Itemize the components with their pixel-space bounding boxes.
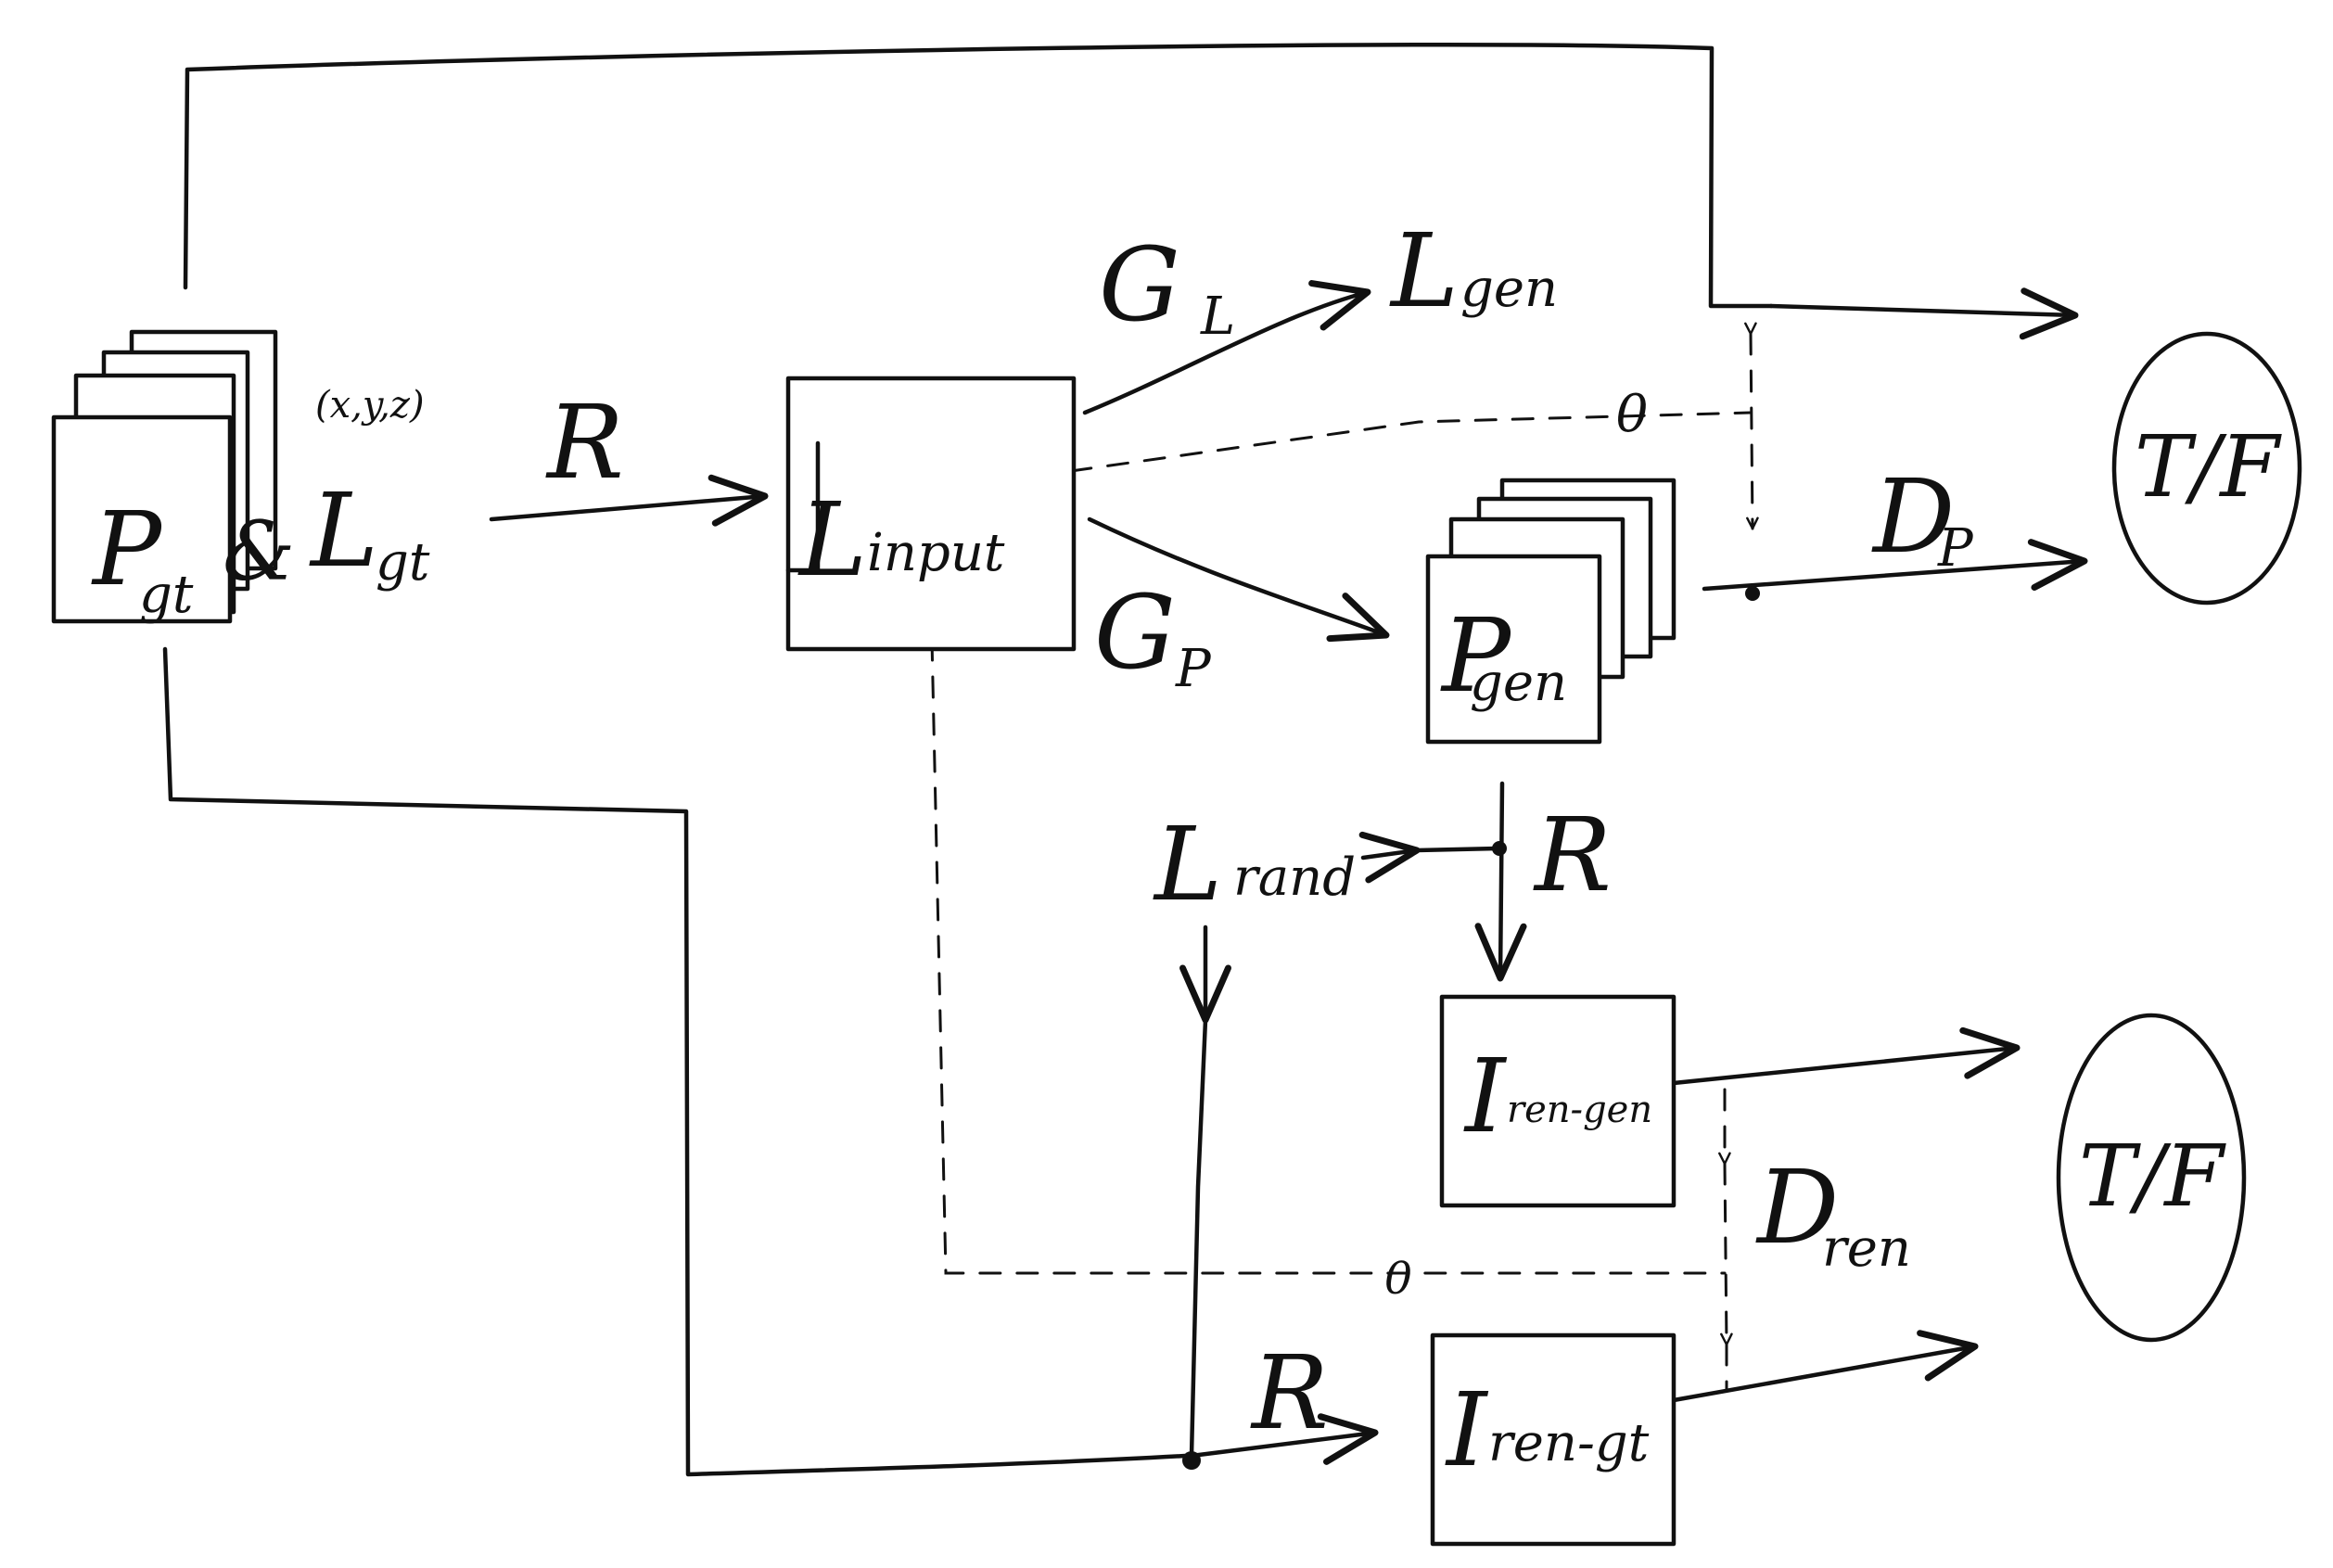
iren-gen-sub: ren-gen	[1507, 1089, 1652, 1131]
iren-gen-letter: I	[1463, 1037, 1508, 1155]
dash-dp-vertical	[1744, 322, 1759, 530]
dp-letter: D	[1871, 457, 1955, 576]
pgt-sub: gt	[139, 565, 194, 625]
lgt-sub: gt	[376, 532, 430, 593]
pgen-stack	[1425, 478, 1676, 745]
pgen-letter: P	[1440, 596, 1512, 715]
top-loop-line	[183, 43, 1774, 309]
iren-gt-letter: I	[1445, 1370, 1489, 1489]
top-branch-arrow	[1768, 287, 2079, 340]
r3-junction-dot	[1182, 1451, 1201, 1470]
pgen-sub: gen	[1470, 653, 1567, 713]
tf-bottom-label: T/F	[2079, 1127, 2226, 1226]
gl-arrow	[1082, 280, 1371, 415]
gp-sub: P	[1175, 639, 1212, 699]
gl-sub: L	[1200, 287, 1235, 347]
r3-arrow	[1189, 1413, 1379, 1465]
linput-sub: input	[867, 523, 1005, 583]
coords-label: (x,y,z)	[315, 384, 425, 427]
lgen-sub: gen	[1460, 259, 1558, 319]
pgen-junction-dot	[1492, 841, 1507, 856]
iren-gt-out-arrow	[1671, 1330, 1979, 1403]
dash-linput-down	[930, 638, 1727, 1275]
dp-arrow	[1702, 539, 2088, 592]
bottom-loop-line	[162, 646, 1188, 1477]
lrand-arrow	[1358, 831, 1421, 884]
zero-mark-top: 0	[1615, 384, 1649, 444]
iren-gen-out-arrow	[1671, 1026, 2021, 1086]
dren-letter: D	[1755, 1148, 1839, 1267]
gl-letter: G	[1099, 225, 1180, 344]
linput-box	[785, 376, 1077, 652]
tf-top-label: T/F	[2135, 417, 2282, 516]
pgt-letter: P	[91, 490, 163, 608]
dp-junction-dot	[1745, 586, 1760, 601]
linput-inner-bracket	[785, 440, 821, 573]
iren-gen-box	[1439, 994, 1676, 1208]
lrand-letter: L	[1153, 805, 1222, 924]
gp-letter: G	[1094, 573, 1176, 692]
tf-top-ellipse	[2111, 331, 2302, 606]
dash-dren-vertical	[1718, 1152, 1733, 1346]
r3-label: R	[1250, 1333, 1329, 1452]
linput-letter: L	[797, 480, 867, 599]
dp-sub: P	[1937, 518, 1974, 579]
lrand-down-line	[1189, 1017, 1208, 1459]
amp-sign: &	[223, 504, 295, 599]
tf-bottom-ellipse	[2056, 1013, 2247, 1343]
pgt-stack	[51, 329, 278, 624]
pgen-down-arrow	[1474, 781, 1527, 982]
r1-label: R	[545, 383, 624, 502]
r1-arrow	[489, 474, 769, 527]
lgt-letter: L	[309, 471, 378, 590]
gp-arrow	[1087, 516, 1390, 643]
lrand-line	[1414, 846, 1500, 853]
r2-label: R	[1533, 796, 1612, 914]
iren-gt-sub: ren-gt	[1488, 1413, 1650, 1473]
lrand-sub: rand	[1233, 848, 1356, 908]
iren-gt-box	[1430, 1332, 1676, 1547]
dren-sub: ren	[1822, 1218, 1911, 1279]
dash-linput-to-dp	[1069, 411, 1753, 473]
lgen-letter: L	[1389, 211, 1459, 330]
zero-mark-bottom: 0	[1384, 1253, 1413, 1305]
